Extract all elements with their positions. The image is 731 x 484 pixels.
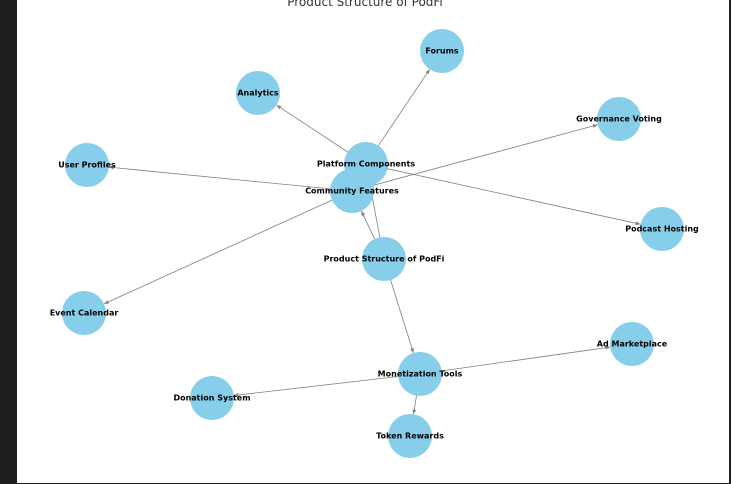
node-label-monetization: Monetization Tools: [378, 370, 463, 379]
node-label-governance: Governance Voting: [576, 115, 662, 124]
node-label-analytics: Analytics: [237, 89, 279, 98]
edge-platform-podcast: [365, 163, 641, 226]
node-community: [330, 169, 374, 213]
edge-community-profiles: [108, 165, 353, 192]
node-label-events: Event Calendar: [50, 309, 119, 318]
edge-monetization-donation: [233, 373, 421, 397]
edge-community-events: [103, 190, 353, 305]
node-label-root: Product Structure of PodFi: [324, 255, 445, 264]
node-profiles: [65, 143, 109, 187]
node-events: [62, 291, 106, 335]
node-label-token: Token Rewards: [376, 432, 444, 441]
node-governance: [597, 97, 641, 141]
node-label-profiles: User Profiles: [58, 161, 116, 170]
window-right-edge: [729, 0, 731, 484]
node-label-podcast: Podcast Hosting: [625, 225, 699, 234]
node-label-forums: Forums: [425, 47, 459, 56]
node-monetization: [398, 352, 442, 396]
window-left-edge: [0, 0, 17, 484]
node-root: [362, 237, 406, 281]
node-label-donation: Donation System: [173, 394, 250, 403]
node-label-ads: Ad Marketplace: [597, 340, 668, 349]
node-token: [388, 414, 432, 458]
edge-monetization-ads: [419, 345, 611, 375]
node-label-platform: Platform Components: [317, 160, 415, 169]
node-ads: [610, 322, 654, 366]
graph-title: Product Structure of PodFi: [287, 0, 443, 9]
node-analytics: [236, 71, 280, 115]
node-forums: [420, 29, 464, 73]
edge-community-governance: [351, 124, 598, 192]
node-donation: [190, 376, 234, 420]
node-podcast: [640, 207, 684, 251]
node-label-community: Community Features: [305, 187, 399, 196]
